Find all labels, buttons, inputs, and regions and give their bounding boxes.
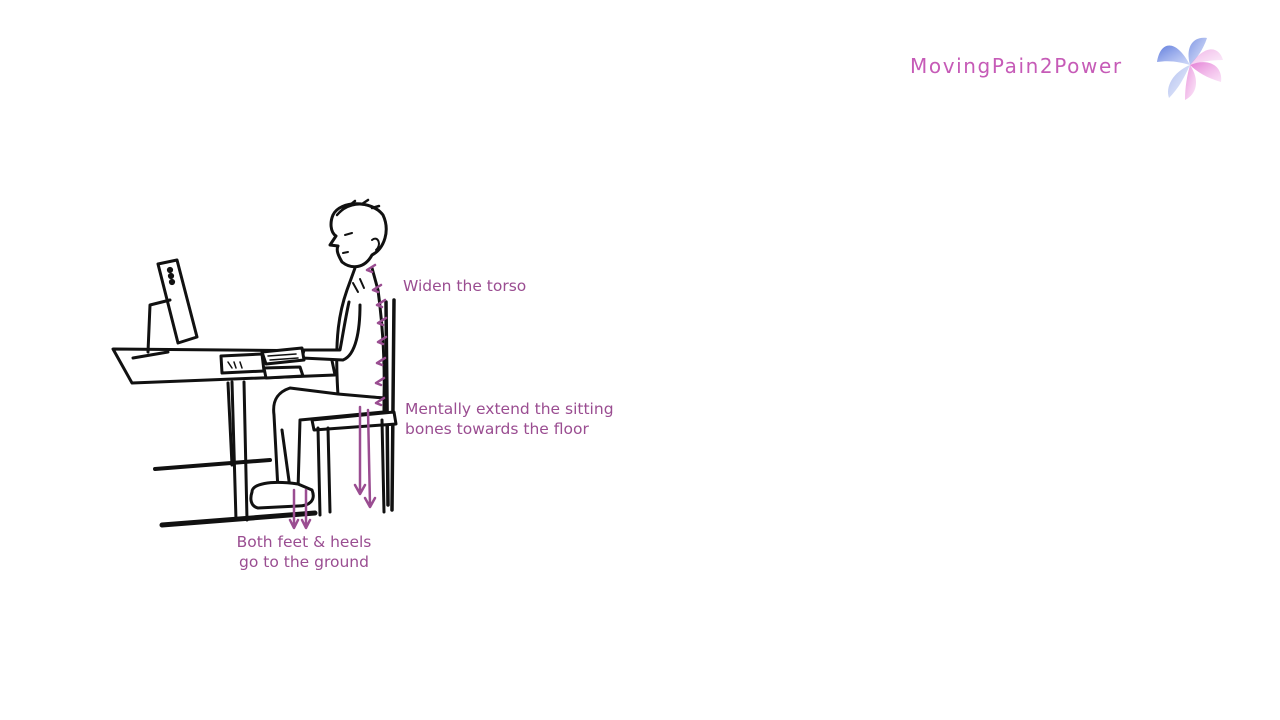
- person-shoes: [249, 480, 315, 510]
- desk-leg-front: [230, 380, 249, 522]
- chair-back: [384, 298, 396, 512]
- annotation-text: Mentally extend the sitting: [405, 400, 614, 418]
- brand-header: MovingPain2Power: [905, 30, 1235, 110]
- annotation-text: Both feet & heels: [236, 533, 372, 551]
- desk-leg-back: [226, 381, 234, 467]
- desk-foot-back: [153, 458, 272, 471]
- sitting-bones-arrow: [353, 405, 367, 496]
- annotation-text: Widen the torso: [403, 277, 527, 295]
- annotation-text: bones towards the floor: [405, 420, 589, 438]
- desk-foot: [159, 510, 318, 528]
- feet-arrow: [288, 488, 300, 530]
- annotation-widen-torso: Widen the torso: [403, 276, 526, 296]
- chair-seat: [310, 410, 398, 432]
- monitor-screen: [156, 258, 199, 345]
- annotation-sitting-bones: Mentally extend the sitting bones toward…: [405, 399, 614, 439]
- chair-legs: [316, 418, 386, 517]
- brand-name: MovingPain2Power: [910, 54, 1123, 78]
- annotation-feet-heels: Both feet & heels go to the ground: [236, 532, 372, 572]
- person-arm: [300, 300, 362, 362]
- keyboard: [219, 352, 266, 375]
- monitor-stand: [131, 298, 172, 360]
- pinwheel-logo-icon: [1157, 37, 1223, 100]
- annotation-text: go to the ground: [239, 553, 369, 571]
- torso-arrow: [365, 263, 377, 274]
